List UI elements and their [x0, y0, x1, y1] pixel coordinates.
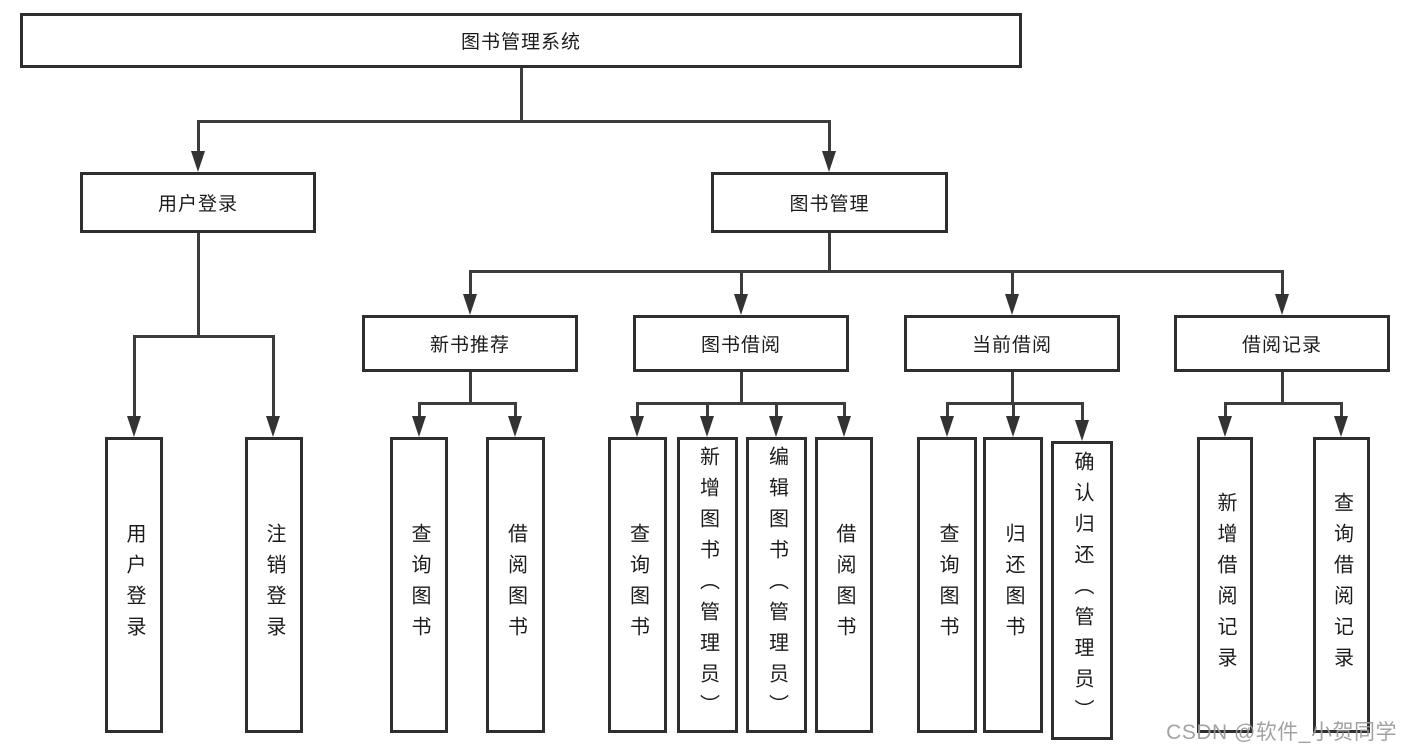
leaf-label: 查询图书	[936, 523, 958, 647]
leaf-current-query: 查询图书	[917, 437, 977, 733]
node-label: 新书推荐	[429, 335, 510, 356]
connector-line	[1081, 402, 1084, 422]
arrow-down-icon	[700, 416, 714, 437]
node-current-borrow: 当前借阅	[904, 315, 1120, 372]
connector-line	[197, 120, 200, 153]
connector-line	[1224, 402, 1227, 418]
connector-line	[636, 402, 639, 418]
arrow-down-icon	[1334, 416, 1348, 437]
arrow-down-icon	[127, 416, 141, 437]
arrow-down-icon	[822, 151, 836, 172]
connector-line	[133, 335, 136, 418]
arrow-down-icon	[463, 294, 477, 315]
arrow-down-icon	[734, 294, 748, 315]
leaf-label: 借阅图书	[833, 523, 855, 647]
node-book-borrow: 图书借阅	[633, 315, 849, 372]
connector-line	[706, 402, 709, 418]
connector-line	[418, 402, 421, 418]
arrow-down-icon	[412, 416, 426, 437]
leaf-record-query: 查询借阅记录	[1313, 437, 1370, 733]
arrow-down-icon	[940, 416, 954, 437]
arrow-down-icon	[1006, 416, 1020, 437]
leaf-record-add: 新增借阅记录	[1197, 437, 1253, 733]
connector-line	[946, 402, 949, 418]
leaf-current-return: 归还图书	[983, 437, 1043, 733]
node-book-management: 图书管理	[711, 172, 948, 233]
node-root-system: 图书管理系统	[20, 13, 1022, 68]
connector-line	[740, 270, 743, 296]
leaf-label: 新增图书（管理员）	[696, 445, 719, 725]
watermark: CSDN @软件_小贺同学	[1166, 721, 1397, 744]
connector-line	[469, 270, 472, 296]
leaf-newbook-query: 查询图书	[390, 437, 448, 733]
node-label: 借阅记录	[1241, 335, 1322, 356]
leaf-label: 查询借阅记录	[1330, 492, 1353, 678]
connector-line	[1011, 371, 1014, 404]
arrow-down-icon	[266, 416, 280, 437]
leaf-label: 用户登录	[123, 523, 145, 647]
connector-line	[418, 402, 517, 405]
connector-line	[828, 232, 831, 272]
leaf-newbook-borrow: 借阅图书	[486, 437, 545, 733]
connector-line	[469, 270, 1283, 273]
connector-line	[1340, 402, 1343, 418]
leaf-label: 注销登录	[263, 523, 285, 647]
leaf-label: 查询图书	[408, 523, 430, 647]
arrow-down-icon	[1275, 294, 1289, 315]
node-label: 当前借阅	[971, 335, 1052, 356]
leaf-label: 编辑图书（管理员）	[765, 445, 788, 725]
arrow-down-icon	[630, 416, 644, 437]
connector-line	[843, 402, 846, 418]
connector-line	[1224, 402, 1342, 405]
connector-line	[828, 120, 831, 153]
connector-line	[775, 402, 778, 418]
node-borrow-record: 借阅记录	[1174, 315, 1390, 372]
arrow-down-icon	[1075, 420, 1089, 441]
arrow-down-icon	[1005, 294, 1019, 315]
connector-line	[133, 335, 274, 338]
connector-line	[1281, 270, 1284, 296]
connector-line	[197, 232, 200, 337]
connector-line	[1012, 402, 1015, 418]
leaf-confirm-return-admin: 确认归还（管理员）	[1051, 441, 1113, 740]
node-new-book-recommend: 新书推荐	[362, 315, 578, 372]
leaf-borrow-add-admin: 新增图书（管理员）	[677, 437, 738, 733]
leaf-label: 归还图书	[1002, 523, 1024, 647]
arrow-down-icon	[508, 416, 522, 437]
connector-line	[197, 120, 831, 123]
node-label: 图书借阅	[700, 335, 781, 356]
connector-line	[469, 371, 472, 404]
arrow-down-icon	[837, 416, 851, 437]
connector-line	[740, 371, 743, 404]
connector-line	[520, 68, 523, 122]
leaf-label: 借阅图书	[504, 523, 527, 647]
connector-line	[1011, 270, 1014, 296]
leaf-borrow-edit-admin: 编辑图书（管理员）	[746, 437, 807, 733]
connector-line	[636, 402, 846, 405]
leaf-borrow-query: 查询图书	[608, 437, 667, 733]
arrow-down-icon	[769, 416, 783, 437]
connector-line	[1281, 371, 1284, 404]
leaf-label: 查询图书	[626, 523, 649, 647]
node-label: 图书管理	[789, 194, 870, 215]
leaf-logout: 注销登录	[245, 437, 303, 733]
node-user-login: 用户登录	[80, 172, 316, 233]
arrow-down-icon	[1218, 416, 1232, 437]
node-label: 图书管理系统	[460, 32, 581, 53]
leaf-borrow-book: 借阅图书	[815, 437, 873, 733]
connector-line	[514, 402, 517, 418]
leaf-label: 新增借阅记录	[1214, 492, 1236, 678]
connector-line	[272, 335, 275, 418]
leaf-user-login: 用户登录	[105, 437, 163, 733]
leaf-label: 确认归还（管理员）	[1071, 451, 1093, 730]
node-label: 用户登录	[157, 194, 238, 215]
connector-line	[946, 402, 1084, 405]
arrow-down-icon	[191, 151, 205, 172]
